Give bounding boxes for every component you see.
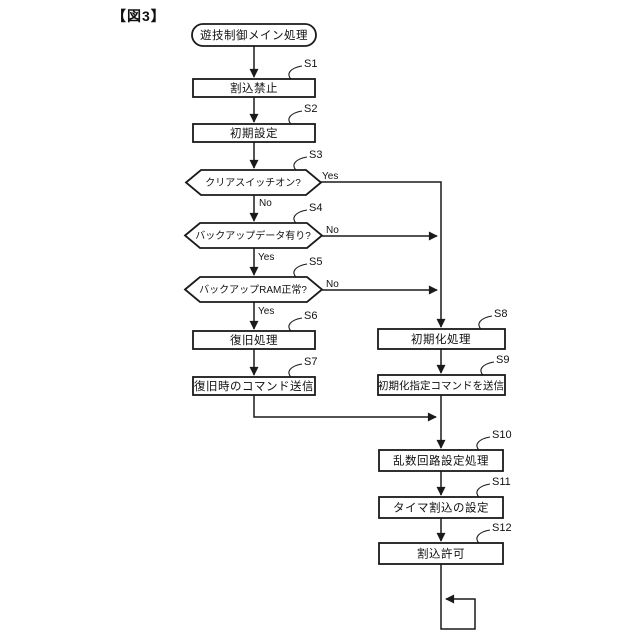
connector-s3-yes-s8 (321, 181, 446, 328)
node-s8: 初期化処理 S8 (377, 308, 507, 350)
node-start: 遊技制御メイン処理 (191, 23, 317, 47)
node-s5-label: バックアップRAM正常? (199, 283, 307, 296)
step-id-s2: S2 (304, 103, 317, 115)
node-s11-label: タイマ割込の設定 (393, 501, 489, 515)
node-s10-label: 乱数回路設定処理 (393, 454, 489, 468)
branch-label-s3-no: No (259, 198, 272, 209)
node-s1: 割込禁止 S1 (192, 58, 317, 98)
leader-s1 (288, 65, 303, 80)
decision-hexagon-s4 (183, 222, 324, 249)
leader-s9 (480, 361, 495, 376)
node-s3: クリアスイッチオン? S3 (184, 149, 323, 196)
node-s9-label: 初期化指定コマンドを送信 (378, 379, 504, 392)
node-s7-label: 復旧時のコマンド送信 (194, 379, 314, 393)
step-id-s9: S9 (496, 354, 509, 366)
node-s12-label: 割込許可 (417, 547, 465, 561)
node-s9: 初期化指定コマンドを送信 S9 (377, 354, 509, 396)
leader-s6 (288, 317, 303, 332)
process-box-s8 (377, 328, 506, 350)
process-box-s10 (378, 449, 504, 472)
process-box-s1 (192, 78, 316, 98)
leader-s4 (293, 209, 308, 224)
node-s2-label: 初期設定 (230, 126, 278, 140)
branch-labels: Yes No No Yes No Yes (258, 171, 339, 317)
node-s11: タイマ割込の設定 S11 (378, 476, 511, 519)
connector-s12-loop (440, 564, 476, 630)
step-id-s10: S10 (492, 429, 512, 441)
step-id-s7: S7 (304, 356, 317, 368)
step-id-s5: S5 (309, 256, 322, 268)
branch-label-s5-yes: Yes (258, 306, 274, 317)
leader-s10 (476, 436, 491, 451)
process-box-s9 (377, 374, 506, 396)
branch-label-s5-no: No (326, 279, 339, 290)
process-box-s2 (192, 123, 316, 143)
node-s2: 初期設定 S2 (192, 103, 317, 143)
leader-s12 (476, 529, 491, 544)
node-s6-label: 復旧処理 (230, 333, 278, 347)
leader-s7 (288, 363, 303, 378)
step-id-s12: S12 (492, 522, 512, 534)
branch-label-s4-yes: Yes (258, 252, 274, 263)
node-start-label: 遊技制御メイン処理 (200, 28, 308, 42)
node-s7: 復旧時のコマンド送信 S7 (192, 356, 317, 396)
branch-label-s4-no: No (326, 225, 339, 236)
step-id-s8: S8 (494, 308, 507, 320)
branch-label-s3-yes: Yes (322, 171, 338, 182)
start-terminator-shape (191, 23, 317, 47)
step-id-s1: S1 (304, 58, 317, 70)
decision-hexagon-s5 (183, 276, 324, 303)
leader-s2 (288, 110, 303, 125)
step-id-s3: S3 (309, 149, 322, 161)
connector-lines (249, 46, 476, 630)
leader-s3 (293, 156, 308, 171)
node-s12: 割込許可 S12 (378, 522, 512, 565)
step-id-s6: S6 (304, 310, 317, 322)
step-id-s4: S4 (309, 202, 322, 214)
node-s10: 乱数回路設定処理 S10 (378, 429, 512, 472)
process-box-s6 (192, 330, 316, 350)
node-s4-label: バックアップデータ有り? (195, 229, 311, 242)
node-s6: 復旧処理 S6 (192, 310, 317, 350)
node-s8-label: 初期化処理 (411, 332, 471, 346)
process-box-s7 (192, 376, 316, 396)
decision-hexagon-s3 (184, 169, 323, 196)
process-box-s12 (378, 542, 504, 565)
figure-title: 【図3】 (112, 8, 166, 24)
node-s3-label: クリアスイッチオン? (205, 177, 301, 189)
leader-s5 (293, 263, 308, 278)
node-s5: バックアップRAM正常? S5 (183, 256, 324, 303)
node-s1-label: 割込禁止 (230, 81, 278, 95)
process-box-s11 (378, 496, 504, 519)
leader-s11 (476, 483, 491, 498)
connector-s7-merge (253, 395, 437, 422)
node-s4: バックアップデータ有り? S4 (183, 202, 324, 249)
step-id-s11: S11 (492, 476, 511, 488)
leader-s8 (478, 315, 493, 330)
